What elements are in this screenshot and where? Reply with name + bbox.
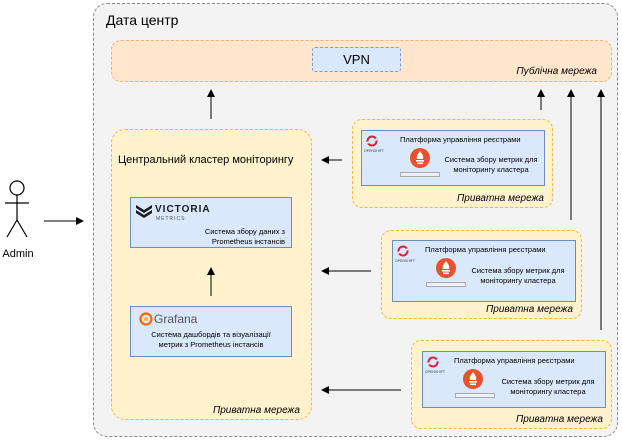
cluster-title: Платформа управління реєстрами xyxy=(400,135,521,144)
openshift-caption: OPENSHIFT xyxy=(425,370,446,374)
victoriametrics-brand: VICTORIA xyxy=(155,204,211,215)
victoriametrics-brand-sub: METRICS xyxy=(156,216,186,222)
cluster-zone-1: OPENSHIFT Платформа управління реєстрами… xyxy=(352,119,553,208)
central-cluster-title: Центральний кластер моніторингу xyxy=(118,154,294,166)
datacenter-title: Дата центр xyxy=(106,12,179,28)
openshift-logo-icon xyxy=(397,245,409,257)
public-network-label: Публічна мережа xyxy=(516,66,597,77)
openshift-logo-icon xyxy=(366,135,378,147)
cluster-title: Платформа управління реєстрами xyxy=(454,356,575,365)
actor-icon xyxy=(5,180,29,238)
vpn-label: VPN xyxy=(343,52,370,67)
grafana-logo-icon xyxy=(139,312,153,326)
cluster-card-1: OPENSHIFT Платформа управління реєстрами… xyxy=(361,130,545,186)
cluster-desc: Система збору метрик для моніторингу кла… xyxy=(444,155,538,174)
admin-label: Admin xyxy=(2,248,34,260)
cluster-card-3: OPENSHIFT Платформа управління реєстрами… xyxy=(422,351,606,408)
cluster-zone-2: OPENSHIFT Платформа управління реєстрами… xyxy=(381,230,582,319)
cluster-desc: Система збору метрик для моніторингу кла… xyxy=(471,266,565,285)
prometheus-caption-box xyxy=(400,172,440,177)
prometheus-logo-icon xyxy=(436,258,456,278)
openshift-caption: OPENSHIFT xyxy=(364,149,385,153)
openshift-caption: OPENSHIFT xyxy=(395,259,416,263)
cluster-zone-label: Приватна мережа xyxy=(516,414,603,425)
cluster-title: Платформа управління реєстрами xyxy=(425,245,546,254)
grafana-card: Grafana Система дашбордів та візуалізаці… xyxy=(130,306,292,357)
victoriametrics-logo-icon xyxy=(136,205,152,218)
prometheus-caption-box xyxy=(426,282,466,287)
victoriametrics-desc: Система збору даних з Prometheus інстанс… xyxy=(204,227,285,246)
cluster-zone-3: OPENSHIFT Платформа управління реєстрами… xyxy=(411,340,612,429)
prometheus-caption-box xyxy=(455,393,495,398)
cluster-card-2: OPENSHIFT Платформа управління реєстрами… xyxy=(392,240,576,302)
cluster-desc: Система збору метрик для моніторингу кла… xyxy=(501,377,595,396)
openshift-logo-icon xyxy=(427,356,439,368)
grafana-desc: Система дашбордів та візуалізації метрик… xyxy=(151,330,271,349)
central-zone-label: Приватна мережа xyxy=(213,405,300,416)
victoriametrics-card: VICTORIA METRICS Система збору даних з P… xyxy=(130,197,292,248)
vpn-node: VPN xyxy=(312,47,401,72)
cluster-zone-label: Приватна мережа xyxy=(457,193,544,204)
prometheus-logo-icon xyxy=(463,369,483,389)
prometheus-logo-icon xyxy=(410,148,430,168)
cluster-zone-label: Приватна мережа xyxy=(486,304,573,315)
grafana-brand: Grafana xyxy=(154,312,198,326)
